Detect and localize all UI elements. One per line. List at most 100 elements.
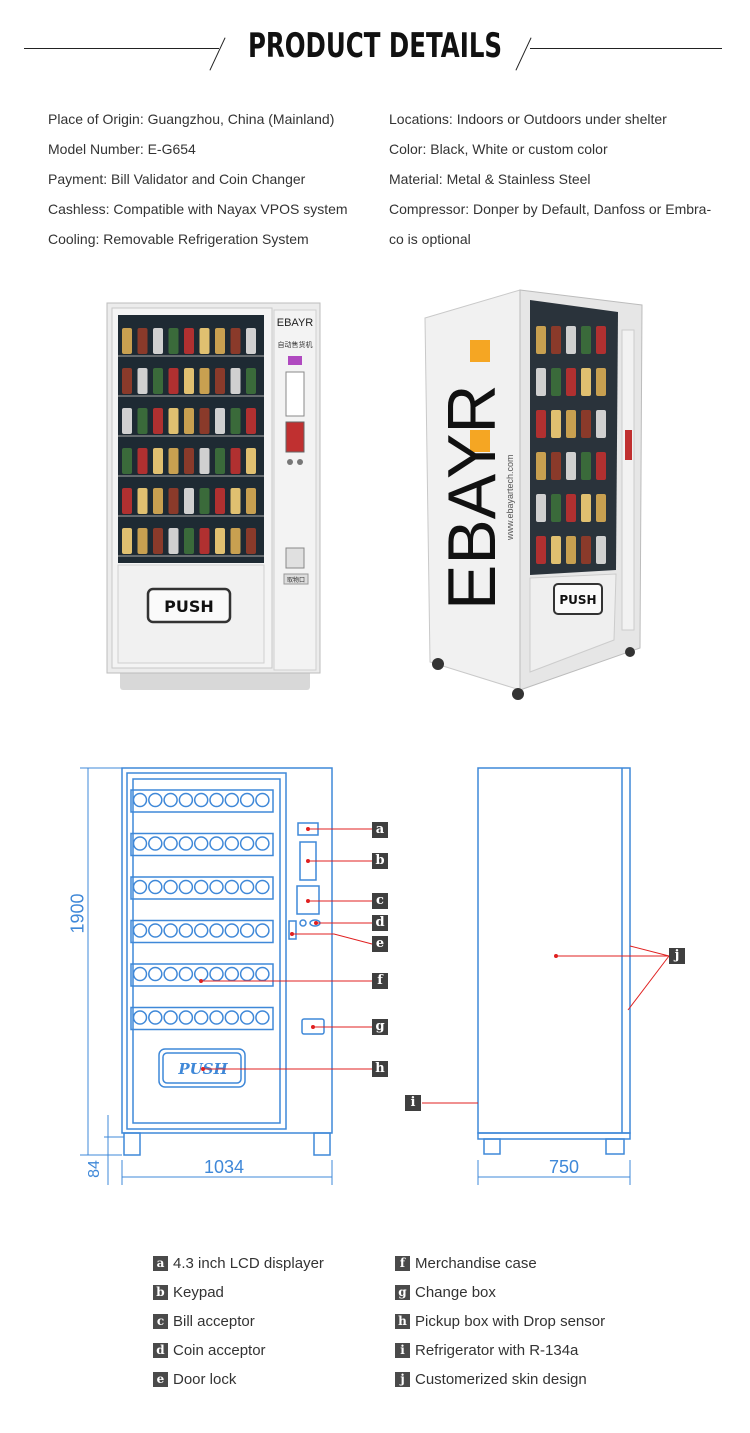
coil-tray (130, 963, 274, 987)
page-title: PRODUCT DETAILS (247, 26, 503, 66)
coil (209, 792, 224, 808)
bottle (596, 326, 606, 354)
product-photos: PUSH EBAYR 自动售货机 取物口 PUSH EBAYR www.ebay… (106, 289, 643, 700)
bottle (122, 528, 132, 554)
bottle (215, 488, 225, 514)
coil (132, 836, 148, 851)
coil (163, 792, 178, 808)
side-website: www.ebayartech.com (505, 454, 515, 541)
bottle (566, 452, 576, 480)
coil-tray (130, 919, 274, 944)
bottle (536, 536, 546, 564)
push-label: PUSH (164, 597, 214, 616)
bottle (122, 328, 132, 354)
legend-text: Keypad (173, 1284, 224, 1301)
legend-text: Bill acceptor (173, 1313, 255, 1330)
bottle (122, 448, 132, 474)
bottle (230, 528, 241, 554)
spec-compressor-cont: co is optional (389, 231, 471, 247)
coil (239, 1010, 255, 1025)
legend-key: h (395, 1314, 410, 1329)
legend-item: b Keypad (153, 1284, 224, 1301)
legend-text: Merchandise case (415, 1255, 537, 1272)
coil (148, 879, 163, 895)
bottle (215, 408, 225, 434)
bottle (168, 368, 179, 394)
coil (132, 879, 148, 895)
bottle (137, 448, 148, 474)
coil (193, 1010, 209, 1025)
legend-text: Coin acceptor (173, 1342, 266, 1359)
technical-drawings: PUSH (80, 767, 670, 1185)
coil-tray (130, 876, 274, 900)
side-push-label: PUSH (559, 593, 596, 607)
bottle (199, 488, 210, 514)
coil (193, 792, 209, 808)
coil (239, 966, 255, 982)
bottle (153, 408, 163, 434)
spec-material: Material: Metal & Stainless Steel (389, 171, 591, 187)
side-brand-logo: EBAYR (434, 385, 510, 610)
coil (132, 792, 148, 808)
legend-text: 4.3 inch LCD displayer (173, 1255, 324, 1272)
spec-color: Color: Black, White or custom color (389, 141, 608, 157)
front-width-dimension: 1034 (204, 1157, 245, 1177)
marker-i: i (405, 1095, 421, 1111)
spec-locations: Locations: Indoors or Outdoors under she… (389, 111, 667, 127)
coil (224, 836, 240, 851)
legend-key: c (153, 1314, 168, 1329)
coil (163, 1010, 178, 1025)
bottle (246, 488, 256, 514)
marker-h: h (372, 1061, 388, 1077)
bottle (153, 488, 163, 514)
bottle (137, 368, 148, 394)
legend-text: Door lock (173, 1371, 237, 1388)
legend-item: d Coin acceptor (153, 1342, 266, 1359)
bottle (184, 328, 194, 354)
bottle (184, 448, 194, 474)
bottle (215, 328, 225, 354)
coil (239, 923, 255, 938)
legend-key: g (395, 1285, 410, 1300)
bottle (153, 328, 163, 354)
coil (193, 879, 209, 895)
header-rule-right (530, 48, 722, 49)
legend-text: Customerized skin design (415, 1371, 587, 1388)
legend-key: i (395, 1343, 410, 1358)
bottle (122, 368, 132, 394)
coil (209, 879, 224, 895)
side-drawing (477, 767, 631, 1155)
legend-key: b (153, 1285, 168, 1300)
bottle (581, 536, 591, 564)
bottle (566, 536, 576, 564)
legend-item: c Bill acceptor (153, 1313, 255, 1330)
bottle (184, 368, 194, 394)
bottle (153, 528, 163, 554)
coil (255, 966, 270, 982)
legend-text: Refrigerator with R-134a (415, 1342, 579, 1359)
coil (239, 879, 255, 895)
coil (193, 966, 209, 982)
front-brand: EBAYR (277, 317, 314, 329)
coil (132, 966, 148, 982)
bottle (199, 408, 210, 434)
bottle (551, 536, 561, 564)
marker-a: a (372, 822, 388, 838)
spec-payment: Payment: Bill Validator and Coin Changer (48, 171, 306, 187)
coil (178, 1010, 194, 1025)
bottle (153, 448, 163, 474)
bottle (596, 536, 606, 564)
bottle (168, 488, 179, 514)
legend-text: Pickup box with Drop sensor (415, 1313, 606, 1330)
legend-key: d (153, 1343, 168, 1358)
spec-origin: Place of Origin: Guangzhou, China (Mainl… (48, 111, 335, 127)
spec-model: Model Number: E-G654 (48, 141, 196, 157)
legend-key: j (395, 1372, 410, 1387)
bottle (581, 410, 591, 438)
bottle (122, 488, 132, 514)
push-flap (146, 587, 232, 624)
bottle (215, 368, 225, 394)
coil (163, 836, 178, 851)
coil (132, 923, 148, 938)
